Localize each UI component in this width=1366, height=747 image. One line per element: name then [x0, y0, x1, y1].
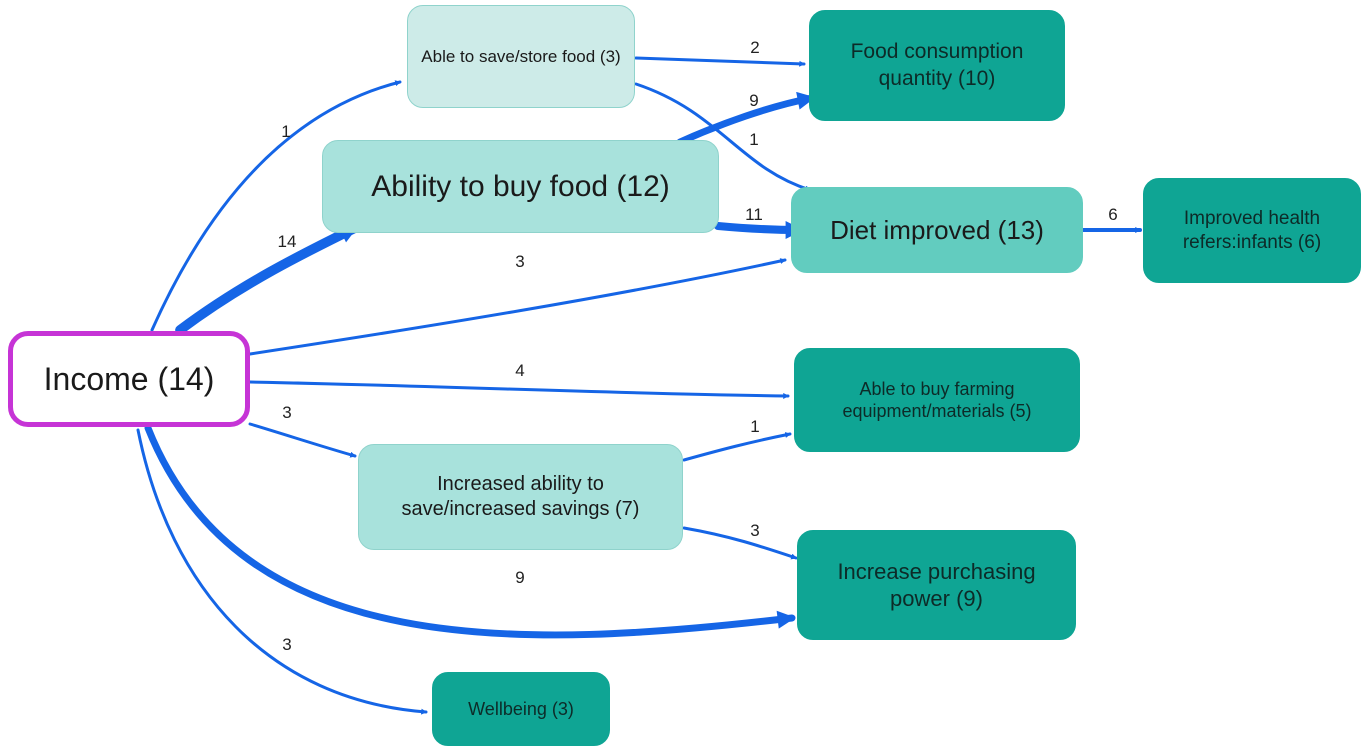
edge-label-income-purchasing: 9: [515, 568, 525, 587]
node-label: Increased ability to save/increased savi…: [401, 473, 640, 520]
edge-label-income-farming: 4: [515, 361, 525, 380]
node-increased-savings[interactable]: Increased ability to save/increased savi…: [358, 444, 683, 550]
edge-savings-to-farming: [682, 431, 792, 462]
edge-income-to-save-store: [150, 80, 402, 332]
node-increase-purchasing-power[interactable]: Increase purchasing power (9): [797, 530, 1076, 640]
edge-label-buy-diet: 11: [745, 205, 763, 224]
node-label: Able to buy farming equipment/materials …: [842, 378, 1032, 422]
edge-save-store-to-food-quantity: [634, 56, 806, 67]
edge-buy-food-to-diet: [713, 220, 805, 239]
node-able-to-buy-farming-equipment[interactable]: Able to buy farming equipment/materials …: [794, 348, 1080, 452]
edge-label-save-food: 2: [750, 38, 760, 57]
edge-income-to-savings: [248, 422, 357, 458]
edge-label-income-wellbeing: 3: [282, 635, 292, 654]
node-label: Food consumption quantity (10): [850, 40, 1024, 90]
node-income[interactable]: Income (14): [8, 331, 250, 427]
edge-savings-to-purchasing: [682, 526, 798, 560]
node-diet-improved[interactable]: Diet improved (13): [791, 187, 1083, 273]
node-label: Income (14): [43, 361, 215, 397]
edge-label-income-buy: 14: [277, 232, 297, 251]
node-wellbeing[interactable]: Wellbeing (3): [432, 672, 610, 746]
node-able-to-save-store-food[interactable]: Able to save/store food (3): [407, 5, 635, 108]
edge-label-savings-purchasing: 3: [750, 521, 760, 540]
edge-label-buy-food-qty: 9: [749, 91, 759, 110]
edge-label-income-diet: 3: [515, 252, 525, 271]
edge-save-store-to-diet: [634, 82, 812, 192]
node-label: Diet improved (13): [830, 214, 1044, 245]
edge-label-savings-farming: 1: [750, 417, 760, 436]
edge-label-diet-health: 6: [1108, 205, 1118, 224]
node-label: Improved health refers:infants (6): [1182, 207, 1322, 253]
node-ability-to-buy-food[interactable]: Ability to buy food (12): [322, 140, 719, 233]
edge-income-to-purchasing: [144, 424, 796, 639]
edge-income-to-diet: [248, 258, 787, 356]
edge-label-income-save: 1: [281, 122, 291, 141]
node-label: Able to save/store food (3): [421, 46, 621, 66]
node-label: Increase purchasing power (9): [837, 558, 1036, 612]
node-label: Wellbeing (3): [468, 698, 574, 719]
node-food-consumption-quantity[interactable]: Food consumption quantity (10): [809, 10, 1065, 121]
edge-income-to-wellbeing: [136, 428, 428, 715]
node-label: Ability to buy food (12): [371, 169, 670, 203]
edge-label-save-diet: 1: [749, 130, 759, 149]
edge-buy-food-to-food-quantity: [676, 91, 816, 146]
edge-label-income-savings: 3: [282, 403, 292, 422]
edge-income-to-farming: [248, 380, 790, 399]
node-improved-health[interactable]: Improved health refers:infants (6): [1143, 178, 1361, 283]
edge-income-to-buy-food: [175, 223, 360, 335]
